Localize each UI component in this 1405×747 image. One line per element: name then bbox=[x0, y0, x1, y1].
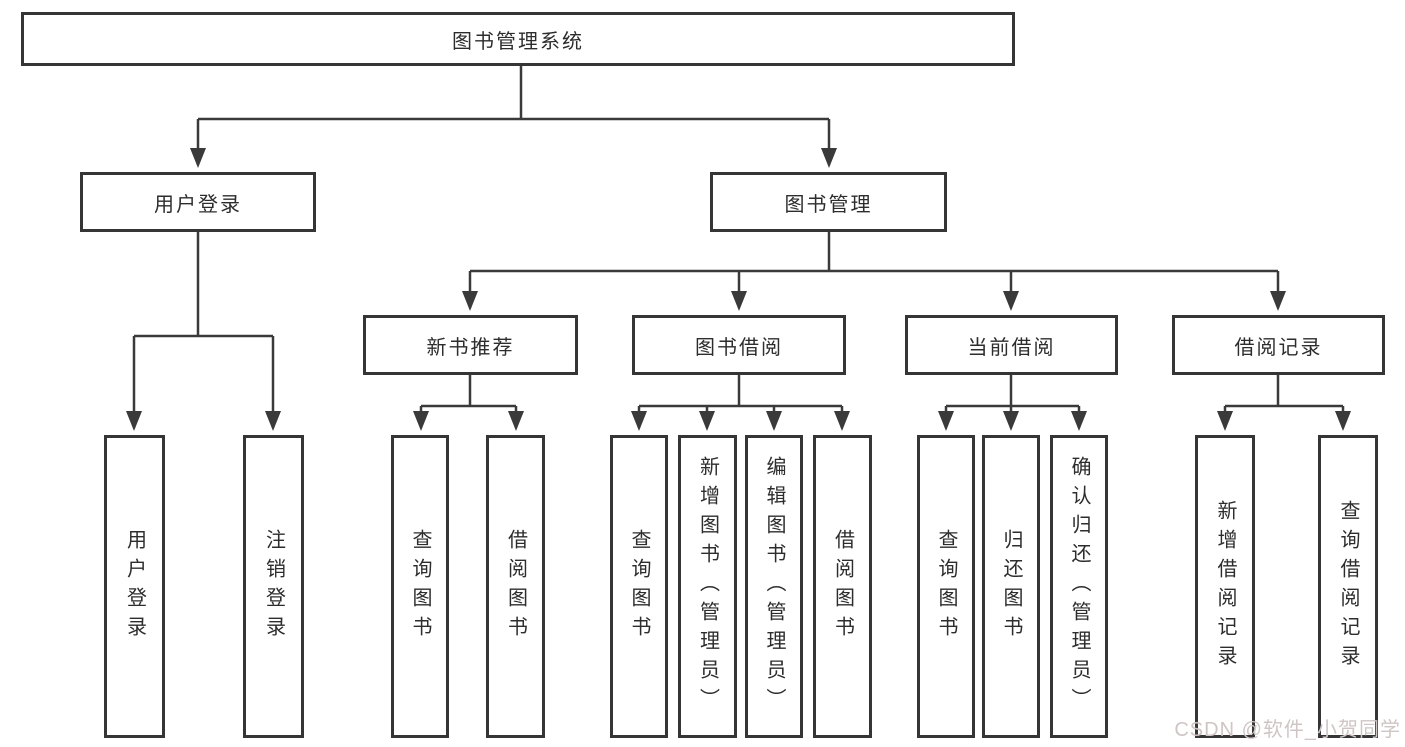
leaf-query-borrow-record: 查询借阅记录 bbox=[1318, 435, 1378, 738]
node-label: 当前借阅 bbox=[967, 336, 1056, 359]
leaf-borrow-books-1: 借阅图书 bbox=[486, 435, 545, 738]
node-label: 确认归还（管理员） bbox=[1068, 456, 1090, 717]
leaf-add-books-admin: 新增图书（管理员） bbox=[678, 435, 737, 738]
leaf-query-books-3: 查询图书 bbox=[917, 435, 975, 738]
leaf-borrow-books-2: 借阅图书 bbox=[813, 435, 872, 738]
node-label: 注销登录 bbox=[262, 528, 285, 645]
node-label: 查询借阅记录 bbox=[1337, 499, 1359, 674]
node-new-book-recommend: 新书推荐 bbox=[363, 315, 578, 375]
node-label: 查询图书 bbox=[628, 528, 650, 645]
node-book-management: 图书管理 bbox=[710, 172, 947, 232]
connector-lines bbox=[134, 66, 1343, 408]
connector-arrows bbox=[126, 119, 1351, 431]
leaf-confirm-return-admin: 确认归还（管理员） bbox=[1050, 435, 1108, 738]
leaf-edit-books-admin: 编辑图书（管理员） bbox=[745, 435, 803, 738]
node-book-borrow: 图书借阅 bbox=[632, 315, 846, 375]
node-label: 新书推荐 bbox=[426, 336, 515, 359]
node-label: 归还图书 bbox=[1000, 528, 1022, 645]
node-label: 新增图书（管理员） bbox=[696, 456, 719, 717]
node-root: 图书管理系统 bbox=[21, 12, 1015, 66]
node-label: 借阅记录 bbox=[1234, 336, 1323, 359]
node-label: 编辑图书（管理员） bbox=[763, 456, 785, 717]
leaf-add-borrow-record: 新增借阅记录 bbox=[1195, 435, 1255, 738]
node-label: 图书管理系统 bbox=[452, 30, 584, 53]
node-user-login: 用户登录 bbox=[80, 172, 316, 232]
node-borrow-records: 借阅记录 bbox=[1172, 315, 1385, 375]
node-label: 借阅图书 bbox=[504, 528, 527, 645]
node-label: 借阅图书 bbox=[831, 528, 854, 645]
node-current-borrow: 当前借阅 bbox=[905, 315, 1118, 375]
node-label: 新增借阅记录 bbox=[1214, 499, 1236, 674]
node-label: 图书管理 bbox=[784, 193, 873, 216]
leaf-query-books-1: 查询图书 bbox=[391, 435, 449, 738]
leaf-return-books: 归还图书 bbox=[982, 435, 1040, 738]
leaf-query-books-2: 查询图书 bbox=[610, 435, 668, 738]
leaf-user-login: 用户登录 bbox=[104, 435, 165, 738]
node-label: 用户登录 bbox=[154, 193, 242, 216]
node-label: 查询图书 bbox=[935, 528, 957, 645]
node-label: 查询图书 bbox=[409, 528, 431, 645]
watermark-text: CSDN @软件_小贺同学 bbox=[1174, 719, 1401, 741]
leaf-logout: 注销登录 bbox=[243, 435, 304, 738]
node-label: 用户登录 bbox=[123, 528, 146, 645]
node-label: 图书借阅 bbox=[695, 336, 783, 359]
